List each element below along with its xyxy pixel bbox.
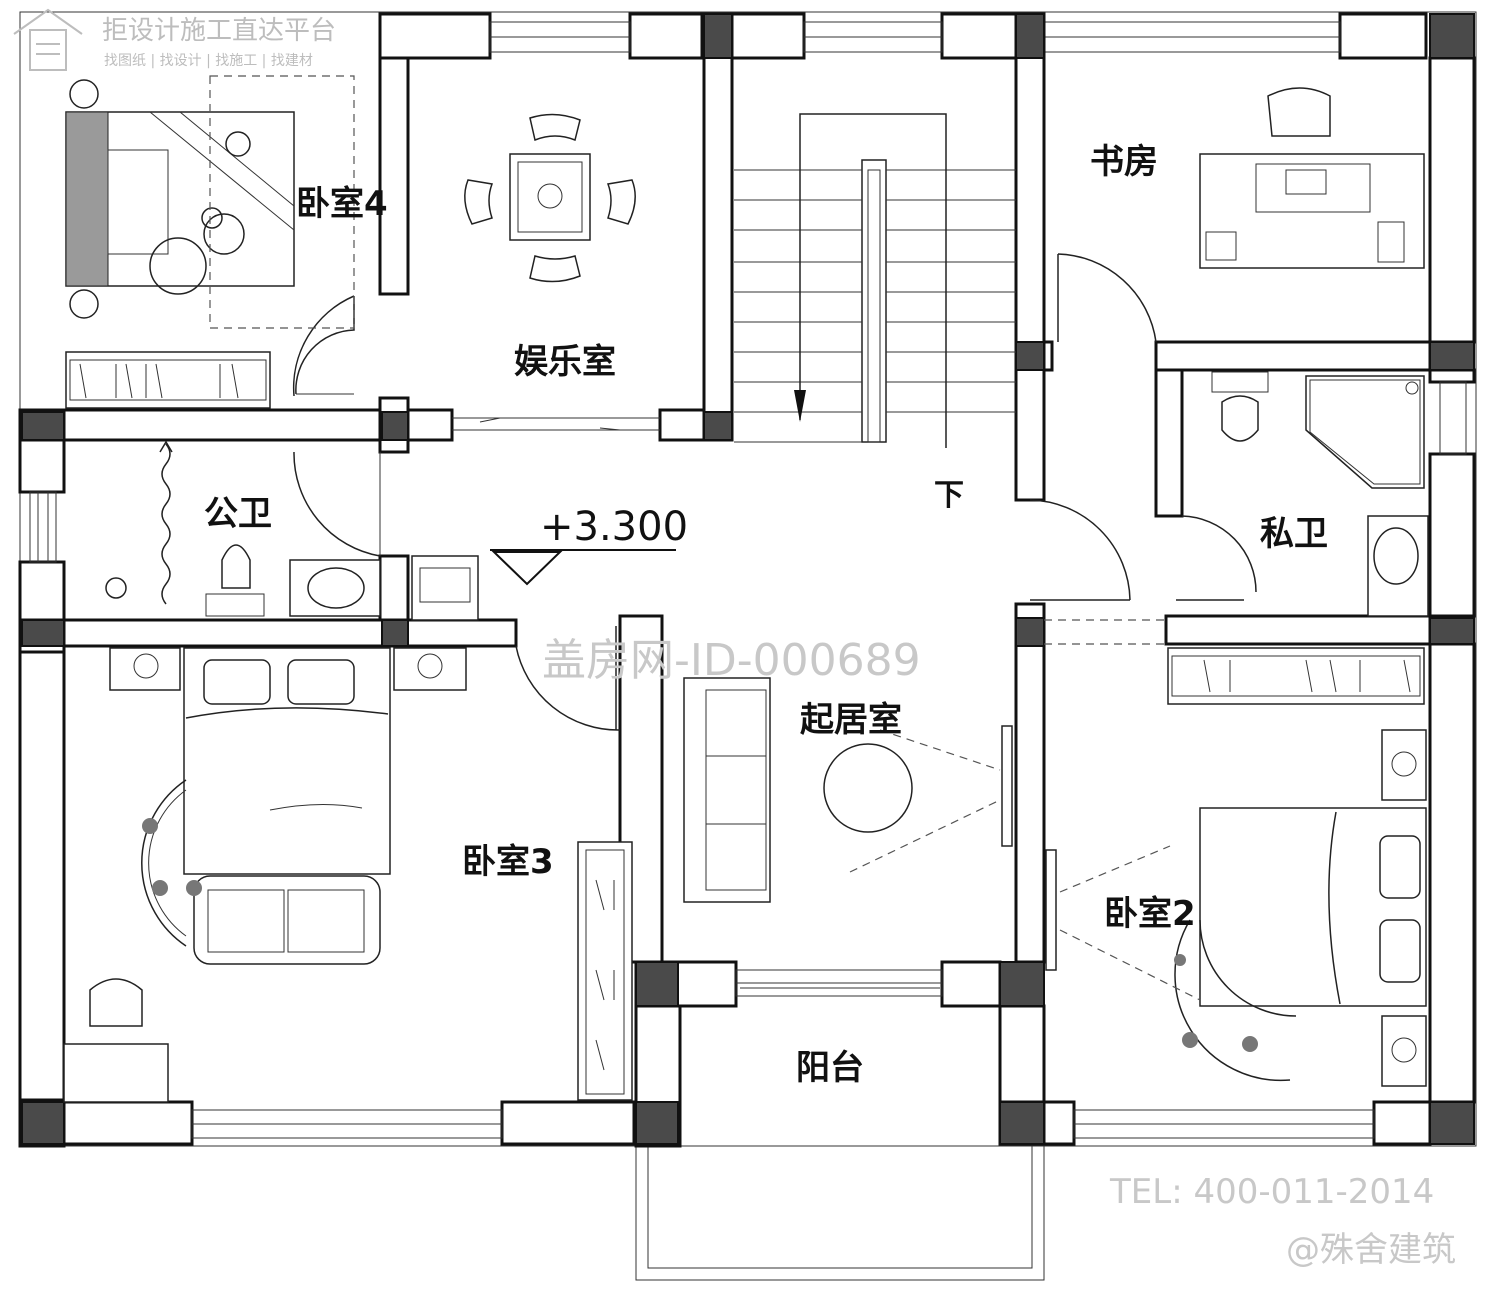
room-label-private-bath: 私卫 xyxy=(1260,514,1328,554)
logo-subtitle: 找图纸 | 找设计 | 找施工 | 找建材 xyxy=(104,53,313,69)
bedroom3-sofa xyxy=(193,875,381,965)
public-toilet xyxy=(221,544,251,589)
room-label-bedroom3: 卧室3 xyxy=(462,842,554,882)
shower-tray xyxy=(1305,375,1425,489)
game-table xyxy=(509,153,591,241)
study-desk xyxy=(1199,153,1425,269)
watermark-phone: TEL: 400-011-2014 xyxy=(1110,1172,1435,1212)
bedroom2-bed xyxy=(1199,807,1427,1007)
public-bath-fixtures xyxy=(105,440,479,621)
study-furniture xyxy=(1199,87,1425,269)
study-chair xyxy=(1267,87,1331,137)
tv-console xyxy=(1001,725,1013,847)
bedroom4-furniture xyxy=(65,75,355,409)
sofa xyxy=(683,677,771,903)
bedroom2-wardrobe xyxy=(1167,647,1425,705)
stair-down-label: 下 xyxy=(934,478,964,513)
entertainment-furniture xyxy=(464,113,636,283)
bedroom2-tv xyxy=(1045,849,1057,971)
private-bath-fixtures xyxy=(1211,371,1429,617)
logo-title: 拒设计施工直达平台 xyxy=(102,16,337,46)
coffee-table xyxy=(823,743,913,833)
drain-line xyxy=(161,443,171,605)
room-label-balcony: 阳台 xyxy=(796,1048,864,1088)
private-toilet xyxy=(1221,395,1259,442)
stair-arrow-icon xyxy=(794,390,806,422)
room-label-public-bath: 公卫 xyxy=(204,494,272,534)
watermark-brand: @殊舍建筑 xyxy=(1286,1230,1456,1270)
room-label-study: 书房 xyxy=(1090,142,1158,182)
staircase xyxy=(734,113,1016,448)
balcony-inner-rail xyxy=(647,1146,1033,1269)
balcony-outer-rail xyxy=(635,1146,1045,1281)
room-label-bedroom2: 卧室2 xyxy=(1104,894,1196,934)
living-furniture xyxy=(683,677,1013,903)
bedroom2-furniture xyxy=(1045,647,1427,1087)
bedroom3-desk xyxy=(63,1043,169,1103)
bedroom3-rug xyxy=(141,779,187,947)
public-sink xyxy=(289,559,381,617)
level-mark-text: +3.300 xyxy=(540,504,689,550)
structural-columns xyxy=(21,13,1475,1145)
doors xyxy=(292,253,1257,989)
bedroom3-chair xyxy=(89,978,143,1027)
level-marker xyxy=(490,549,676,586)
stair-direction-line xyxy=(799,113,947,448)
room-label-living: 起居室 xyxy=(800,700,902,740)
bedroom3-wardrobe xyxy=(577,841,633,1101)
private-sink xyxy=(1367,515,1429,617)
watermark-id: 盖房网-ID-000689 xyxy=(542,635,921,686)
walls xyxy=(18,12,1476,1148)
room-label-bedroom4: 卧室4 xyxy=(296,184,388,224)
room-label-entertainment: 娱乐室 xyxy=(514,342,616,382)
bedroom4-wardrobe xyxy=(65,351,271,409)
bedroom3-bed xyxy=(183,647,391,875)
bedroom2-rug xyxy=(1174,919,1291,1082)
bedroom3-furniture xyxy=(63,647,633,1103)
house-logo-icon xyxy=(13,8,83,71)
